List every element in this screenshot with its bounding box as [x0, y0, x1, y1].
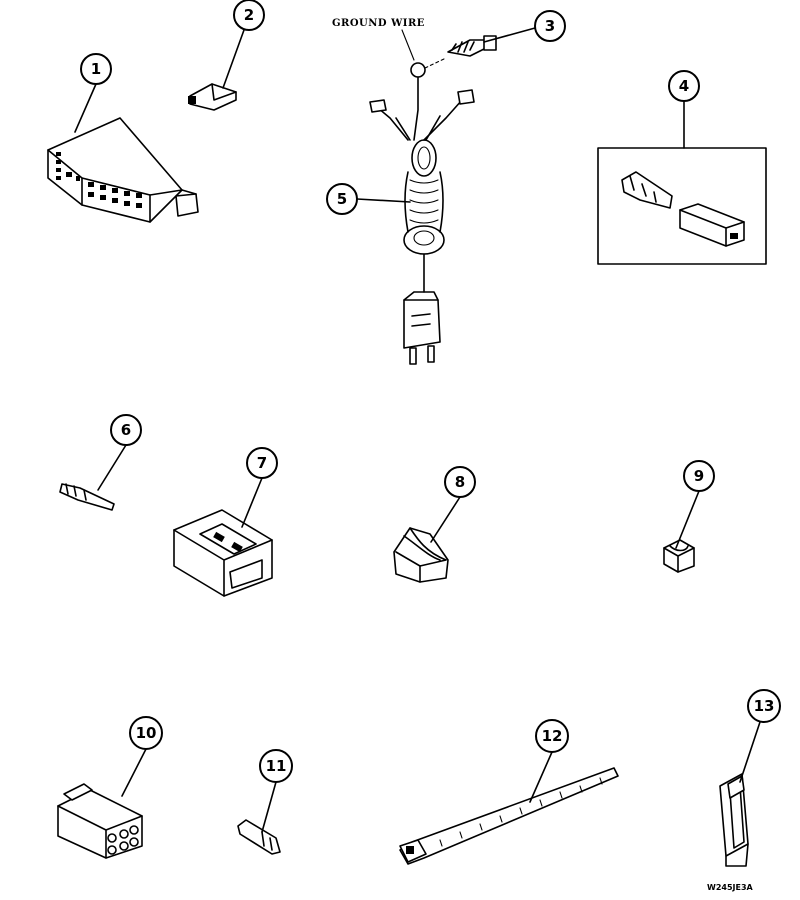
callout-7: 7 — [246, 447, 278, 479]
leader-lines — [74, 27, 761, 833]
callout-4: 4 — [668, 70, 700, 102]
callout-2-label: 2 — [244, 6, 254, 24]
callout-3-label: 3 — [545, 17, 555, 35]
drawing-code: W245JE3A — [707, 883, 754, 892]
part-2-clip — [188, 83, 237, 111]
callout-5-label: 5 — [337, 190, 347, 208]
callout-12: 12 — [535, 719, 569, 753]
part-13-bracket — [719, 773, 749, 867]
part-12-cable-tie — [399, 767, 619, 865]
ground-wire-leader — [401, 29, 415, 61]
callout-5: 5 — [326, 183, 358, 215]
callout-13-label: 13 — [754, 697, 775, 715]
callout-7-label: 7 — [257, 454, 267, 472]
callout-4-label: 4 — [679, 77, 689, 95]
part-10-6pin-connector — [57, 783, 143, 859]
part-6-terminal-pin — [59, 483, 115, 511]
callout-13: 13 — [747, 689, 781, 723]
callout-9: 9 — [683, 460, 715, 492]
ground-wire-label: GROUND WIRE — [332, 18, 425, 29]
callout-12-label: 12 — [542, 727, 563, 745]
part-8-cable-clamp — [393, 527, 449, 583]
part-4-terminal-kit — [597, 147, 767, 265]
callout-11: 11 — [259, 749, 293, 783]
part-11-terminal-pin — [237, 819, 281, 855]
part-3-screw — [447, 35, 497, 57]
part-1-terminal-block — [47, 117, 199, 223]
callout-9-label: 9 — [694, 467, 704, 485]
callout-2: 2 — [233, 0, 265, 31]
callout-10: 10 — [129, 716, 163, 750]
callout-1-label: 1 — [91, 60, 101, 78]
callout-3: 3 — [534, 10, 566, 42]
callout-11-label: 11 — [266, 757, 287, 775]
part-7-plug-housing — [173, 509, 273, 597]
callout-10-label: 10 — [136, 724, 157, 742]
part-5-power-cord — [369, 57, 475, 365]
callout-8-label: 8 — [455, 473, 465, 491]
part-9-clip — [663, 539, 695, 573]
callout-6-label: 6 — [121, 421, 131, 439]
callout-8: 8 — [444, 466, 476, 498]
callout-6: 6 — [110, 414, 142, 446]
callout-1: 1 — [80, 53, 112, 85]
